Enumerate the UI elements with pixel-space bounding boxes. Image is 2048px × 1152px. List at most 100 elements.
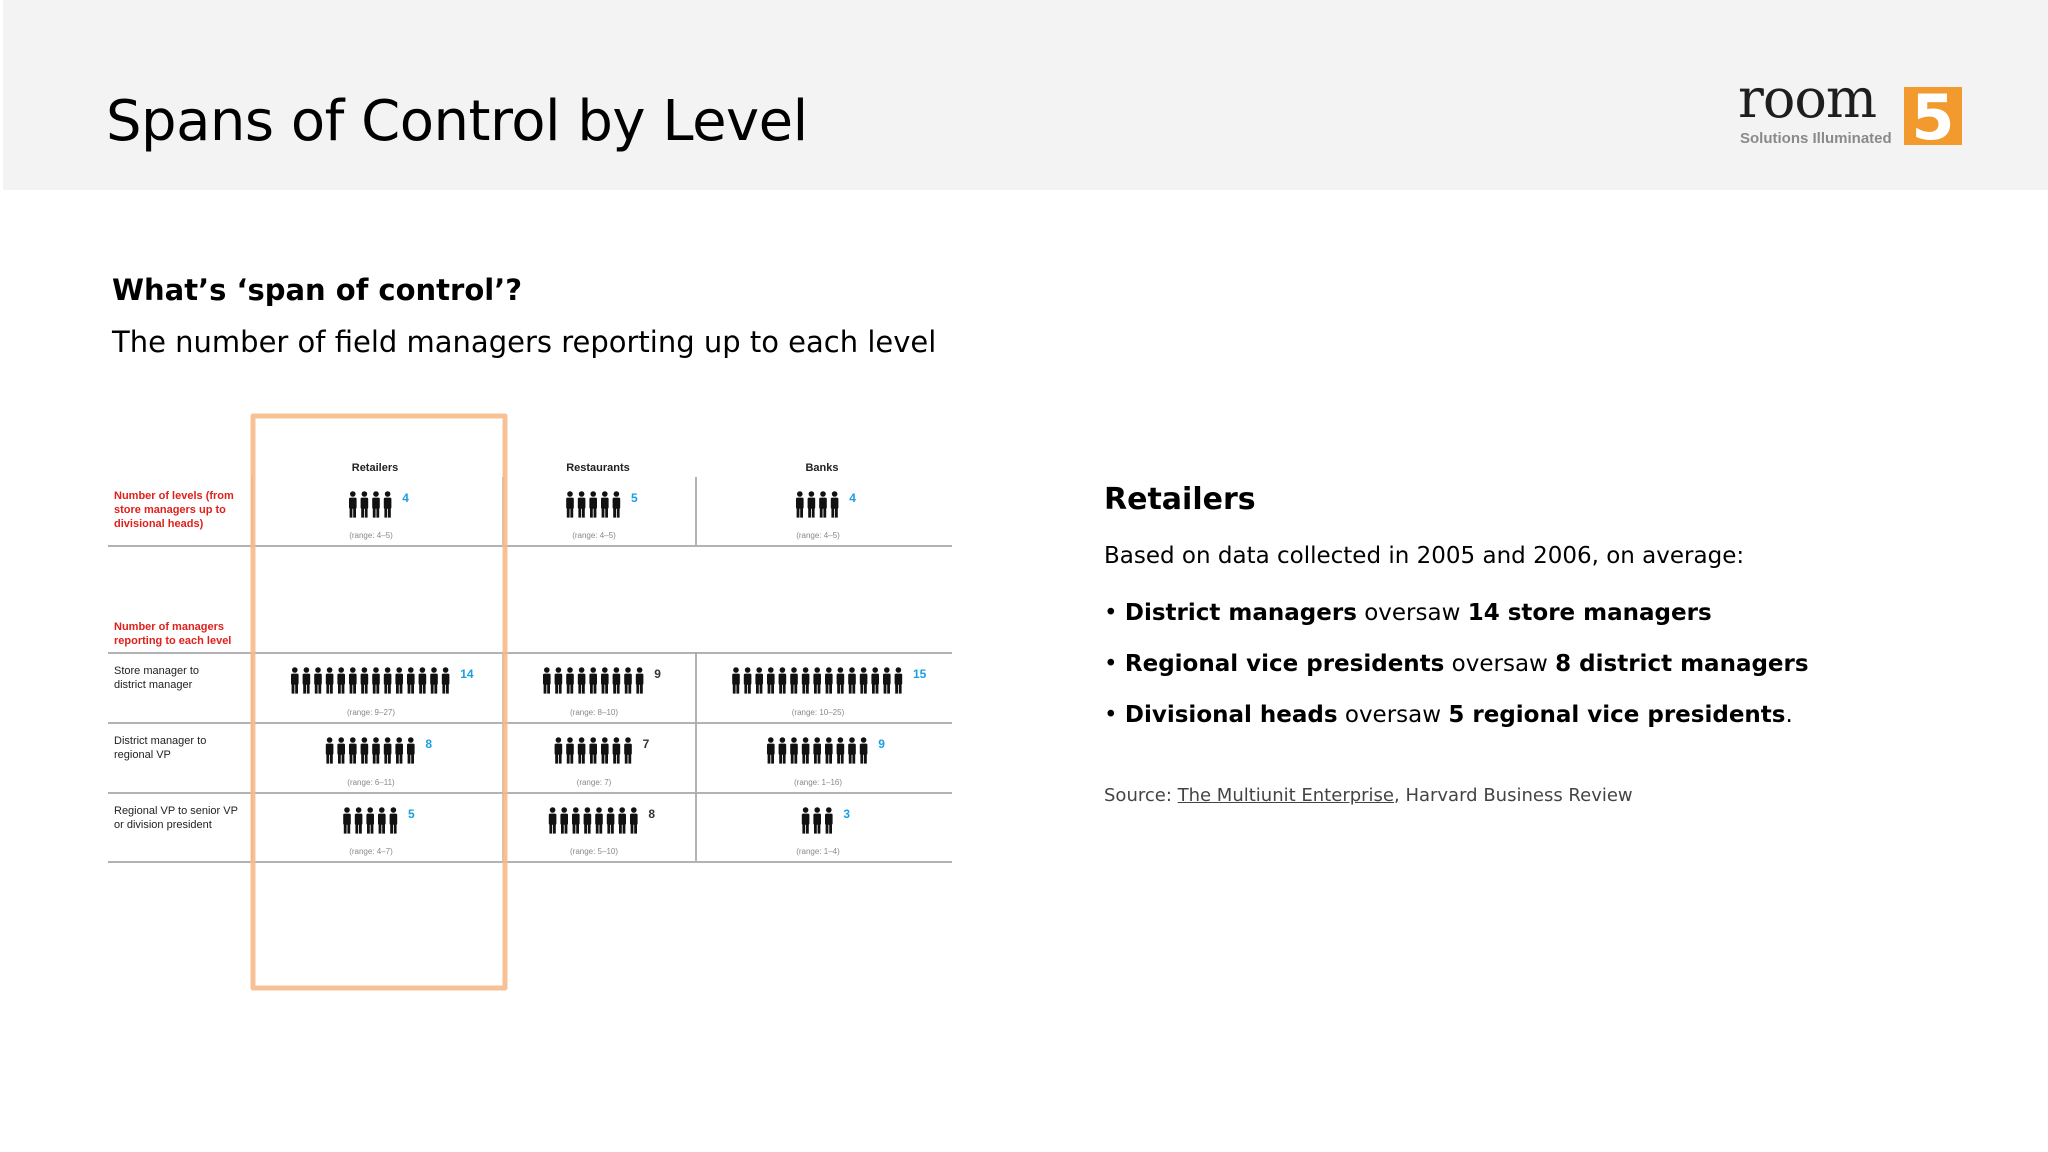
- section-label-line: Number of levels (from: [114, 490, 234, 502]
- person-icon: [790, 667, 798, 694]
- cell-restaurants-0: 5(range: 4–5): [566, 491, 638, 540]
- span-of-control-question: What’s ‘span of control’?: [112, 273, 523, 307]
- person-icon: [635, 667, 644, 694]
- cell-retailers-1: 14(range: 9–27): [291, 667, 474, 717]
- span-of-control-definition: The number of field managers reporting u…: [112, 325, 937, 359]
- person-icon: [577, 491, 586, 518]
- column-header-restaurants: Restaurants: [566, 462, 630, 474]
- bullet-regional-vps: • Regional vice presidents oversaw 8 dis…: [1104, 651, 1809, 677]
- cell-value: 7: [643, 737, 650, 751]
- person-icon: [349, 737, 357, 764]
- person-icon: [830, 491, 839, 518]
- person-icon: [372, 491, 380, 518]
- person-icon: [383, 737, 392, 764]
- person-icon: [819, 491, 827, 518]
- panel-heading: Retailers: [1104, 482, 1256, 517]
- panel-bullets: • District managers oversaw 14 store man…: [1104, 588, 1904, 741]
- person-icon: [871, 667, 879, 694]
- person-icon: [325, 737, 334, 764]
- person-icon: [778, 737, 787, 764]
- person-icon: [430, 667, 438, 694]
- person-icon: [778, 667, 787, 694]
- person-icon: [813, 737, 821, 764]
- person-icon: [589, 667, 597, 694]
- person-icon: [601, 491, 609, 518]
- person-icon: [813, 667, 821, 694]
- person-icon: [566, 667, 574, 694]
- person-icon: [378, 807, 386, 834]
- person-icon: [337, 737, 345, 764]
- cell-value: 15: [913, 667, 927, 681]
- person-icon: [366, 807, 374, 834]
- cell-banks-2: 9(range: 1–16): [767, 737, 885, 787]
- page-title: Spans of Control by Level: [106, 89, 808, 154]
- person-icon: [566, 491, 574, 518]
- person-icon: [612, 737, 621, 764]
- cell-banks-3: 3 (range: 1–4): [796, 807, 850, 856]
- person-icon: [767, 737, 775, 764]
- person-icon: [767, 667, 775, 694]
- person-icon: [349, 667, 357, 694]
- person-icon: [630, 807, 638, 834]
- person-icon: [612, 491, 621, 518]
- person-icon: [554, 737, 563, 764]
- panel-intro: Based on data collected in 2005 and 2006…: [1104, 543, 1745, 569]
- source-link[interactable]: The Multiunit Enterprise: [1177, 785, 1394, 806]
- person-icon: [572, 807, 580, 834]
- cell-range: (range: 4–5): [349, 531, 393, 540]
- cell-restaurants-3: 8(range: 5–10): [548, 807, 655, 856]
- person-icon: [418, 667, 427, 694]
- person-icon: [732, 667, 740, 694]
- cell-value: 8: [425, 737, 432, 751]
- logo-tagline: Solutions Illuminated: [1740, 130, 1892, 147]
- cell-range: (range: 4–5): [572, 531, 616, 540]
- logo-five-mark: 5: [1904, 87, 1962, 145]
- person-icon: [801, 737, 810, 764]
- person-icon: [302, 667, 311, 694]
- person-icon: [601, 737, 609, 764]
- row-label-line: regional VP: [114, 749, 171, 761]
- room5-logo: room Solutions Illuminated 5: [1738, 67, 1968, 158]
- cell-value: 3: [843, 807, 850, 821]
- person-icon: [624, 737, 632, 764]
- person-icon: [337, 667, 345, 694]
- person-icon: [859, 737, 868, 764]
- cell-banks-0: 4 (range: 4–5): [796, 491, 856, 540]
- row-label-line: Store manager to: [114, 665, 199, 677]
- person-icon: [354, 807, 363, 834]
- person-icon: [601, 667, 609, 694]
- section-label-line: reporting to each level: [114, 635, 231, 647]
- person-icon: [395, 737, 403, 764]
- person-icon: [360, 737, 369, 764]
- cell-range: (range: 1–4): [796, 847, 840, 856]
- cell-value: 9: [878, 737, 885, 751]
- cell-range: (range: 4–5): [796, 531, 840, 540]
- person-icon: [589, 737, 597, 764]
- person-icon: [848, 737, 856, 764]
- person-icon: [801, 807, 810, 834]
- cell-range: (range: 10–25): [792, 708, 845, 717]
- person-icon: [554, 667, 563, 694]
- person-icon: [360, 667, 369, 694]
- person-icon: [577, 667, 586, 694]
- cell-retailers-3: 5(range: 4–7): [343, 807, 415, 856]
- section-label-line: Number of managers: [114, 621, 224, 633]
- bullet-district-managers: • District managers oversaw 14 store man…: [1104, 600, 1712, 626]
- person-icon: [360, 491, 369, 518]
- person-icon: [606, 807, 615, 834]
- person-icon: [612, 667, 621, 694]
- cell-range: (range: 9–27): [347, 708, 395, 717]
- column-header-retailers: Retailers: [352, 462, 398, 474]
- person-icon: [813, 807, 821, 834]
- person-icon: [389, 807, 398, 834]
- person-icon: [314, 667, 322, 694]
- person-icon: [836, 667, 845, 694]
- person-icon: [548, 807, 557, 834]
- cell-range: (range: 4–7): [349, 847, 393, 856]
- cell-value: 4: [849, 491, 856, 505]
- logo-numeral: 5: [1911, 87, 1954, 145]
- person-icon: [560, 807, 568, 834]
- person-icon: [372, 667, 380, 694]
- cell-retailers-2: 8(range: 6–11): [325, 737, 432, 787]
